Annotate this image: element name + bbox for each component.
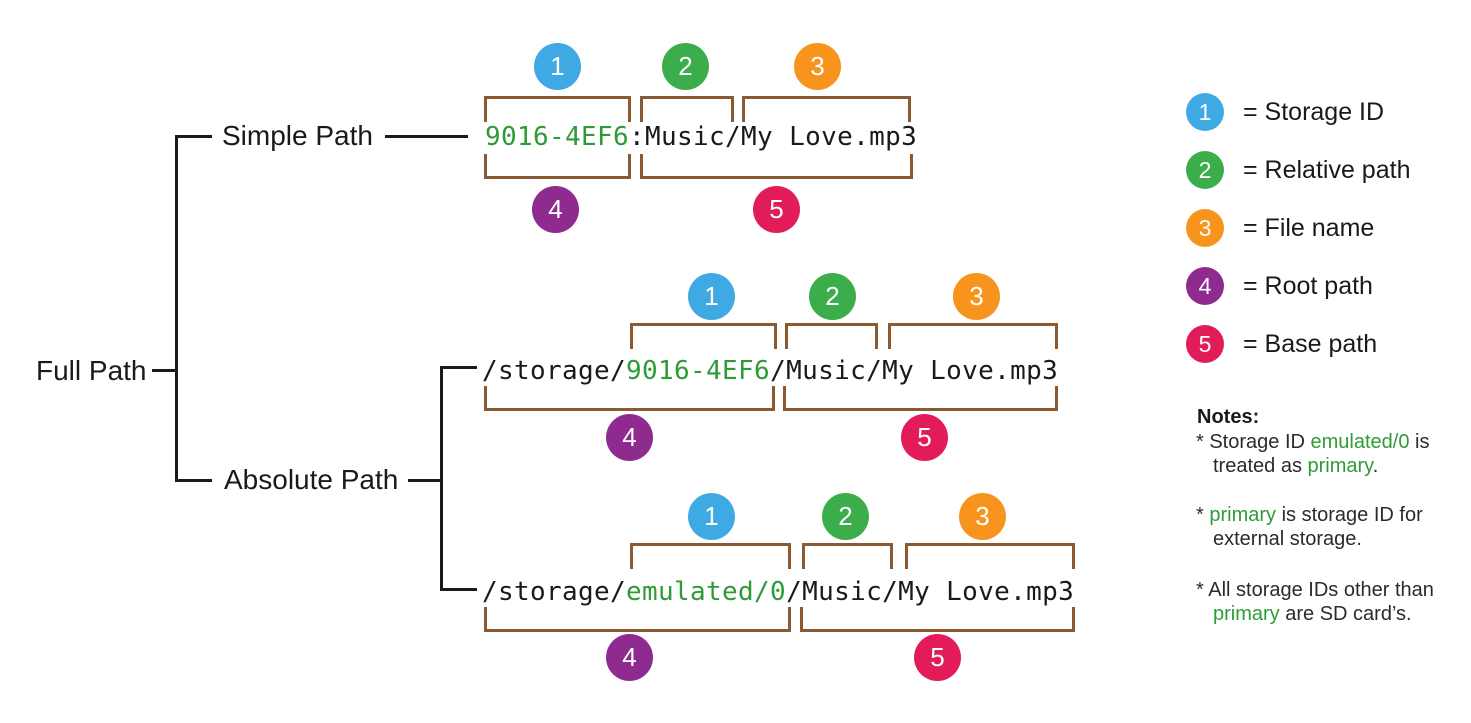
bracket-base-path — [800, 607, 1075, 632]
legend-marker-4: 4 — [1186, 267, 1224, 305]
note-text: are SD card’s. — [1279, 603, 1412, 625]
tree-line-absolute-stub — [175, 479, 212, 482]
full-path-label: Full Path — [36, 355, 147, 386]
note-text: . — [1372, 455, 1379, 477]
code-segment: /storage/ — [482, 356, 627, 386]
marker-1-storage-id: 1 — [534, 43, 581, 90]
tree-line-absolute-top-stub — [440, 366, 477, 369]
marker-1-storage-id: 1 — [688, 273, 735, 320]
tree-line-simple-to-code — [385, 135, 468, 138]
code-segment: 9016-4EF6 — [626, 356, 771, 386]
code-segment: /Music/My Love.mp3 — [786, 577, 1075, 607]
legend-marker-3: 3 — [1186, 209, 1224, 247]
note-text: * All storage IDs other than — [1196, 579, 1434, 601]
note-3-line-2: primary are SD card’s. — [1213, 602, 1412, 626]
simple-path-label: Simple Path — [222, 120, 373, 151]
marker-3-file-name: 3 — [953, 273, 1000, 320]
legend-label-root-path: = Root path — [1243, 272, 1373, 300]
note-text: primary — [1213, 603, 1280, 625]
tree-line-main-vertical — [175, 135, 178, 482]
bracket-root-path — [484, 386, 775, 411]
bracket-file-name — [742, 96, 911, 122]
simple-path-code: 9016-4EF6:Music/My Love.mp3 — [485, 121, 917, 153]
note-text: emulated/0 — [1310, 431, 1410, 453]
legend-label-base-path: = Base path — [1243, 330, 1378, 358]
note-text: is storage ID for — [1276, 504, 1423, 526]
marker-4-root-path: 4 — [606, 634, 653, 681]
code-segment: /storage/ — [482, 577, 627, 607]
absolute-path-label: Absolute Path — [224, 464, 399, 495]
tree-line-absolute-vertical — [440, 366, 443, 591]
note-text: * — [1196, 504, 1210, 526]
tree-line-root-dash — [152, 369, 178, 372]
marker-3-file-name: 3 — [959, 493, 1006, 540]
legend-label-storage-id: = Storage ID — [1243, 98, 1385, 126]
marker-1-storage-id: 1 — [688, 493, 735, 540]
code-segment: :Music/My Love.mp3 — [629, 122, 918, 152]
bracket-storage-id — [484, 96, 631, 122]
tree-line-absolute-bottom-stub — [440, 588, 477, 591]
bracket-file-name — [888, 323, 1058, 349]
note-1-line-1: * Storage ID emulated/0 is — [1196, 430, 1429, 454]
note-text: external storage. — [1213, 528, 1362, 550]
marker-4-root-path: 4 — [606, 414, 653, 461]
bracket-file-name — [905, 543, 1075, 569]
bracket-storage-id — [630, 543, 791, 569]
marker-2-relative-path: 2 — [809, 273, 856, 320]
note-3-line-1: * All storage IDs other than — [1196, 578, 1434, 602]
legend-marker-1: 1 — [1186, 93, 1224, 131]
marker-2-relative-path: 2 — [662, 43, 709, 90]
legend-marker-5: 5 — [1186, 325, 1224, 363]
bracket-storage-id — [630, 323, 777, 349]
marker-5-base-path: 5 — [753, 186, 800, 233]
bracket-root-path — [484, 154, 631, 179]
bracket-relative-path — [640, 96, 734, 122]
note-text: is — [1409, 431, 1430, 453]
notes-title: Notes: — [1197, 406, 1260, 428]
note-text: primary — [1209, 504, 1277, 526]
legend-marker-2: 2 — [1186, 151, 1224, 189]
note-text: treated as — [1213, 455, 1308, 477]
bracket-base-path — [640, 154, 913, 179]
bracket-root-path — [484, 607, 791, 632]
note-2-line-1: * primary is storage ID for — [1196, 503, 1423, 527]
bracket-base-path — [783, 386, 1058, 411]
code-segment: 9016-4EF6 — [485, 122, 630, 152]
marker-5-base-path: 5 — [901, 414, 948, 461]
absolute-path-sdcard-code: /storage/9016-4EF6/Music/My Love.mp3 — [482, 355, 1058, 387]
absolute-path-emulated-code: /storage/emulated/0/Music/My Love.mp3 — [482, 576, 1074, 608]
legend-label-file-name: = File name — [1243, 214, 1375, 242]
marker-2-relative-path: 2 — [822, 493, 869, 540]
marker-4-root-path: 4 — [532, 186, 579, 233]
note-text: primary — [1307, 455, 1373, 477]
legend-label-relative-path: = Relative path — [1243, 156, 1411, 184]
marker-3-file-name: 3 — [794, 43, 841, 90]
note-text: * Storage ID — [1196, 431, 1311, 453]
marker-5-base-path: 5 — [914, 634, 961, 681]
bracket-relative-path — [802, 543, 893, 569]
tree-line-simple-stub — [175, 135, 212, 138]
note-2-line-2: external storage. — [1213, 527, 1362, 551]
code-segment: /Music/My Love.mp3 — [770, 356, 1059, 386]
note-1-line-2: treated as primary. — [1213, 454, 1378, 478]
code-segment: emulated/0 — [626, 577, 787, 607]
bracket-relative-path — [785, 323, 878, 349]
tree-line-absolute-dash — [408, 479, 443, 482]
